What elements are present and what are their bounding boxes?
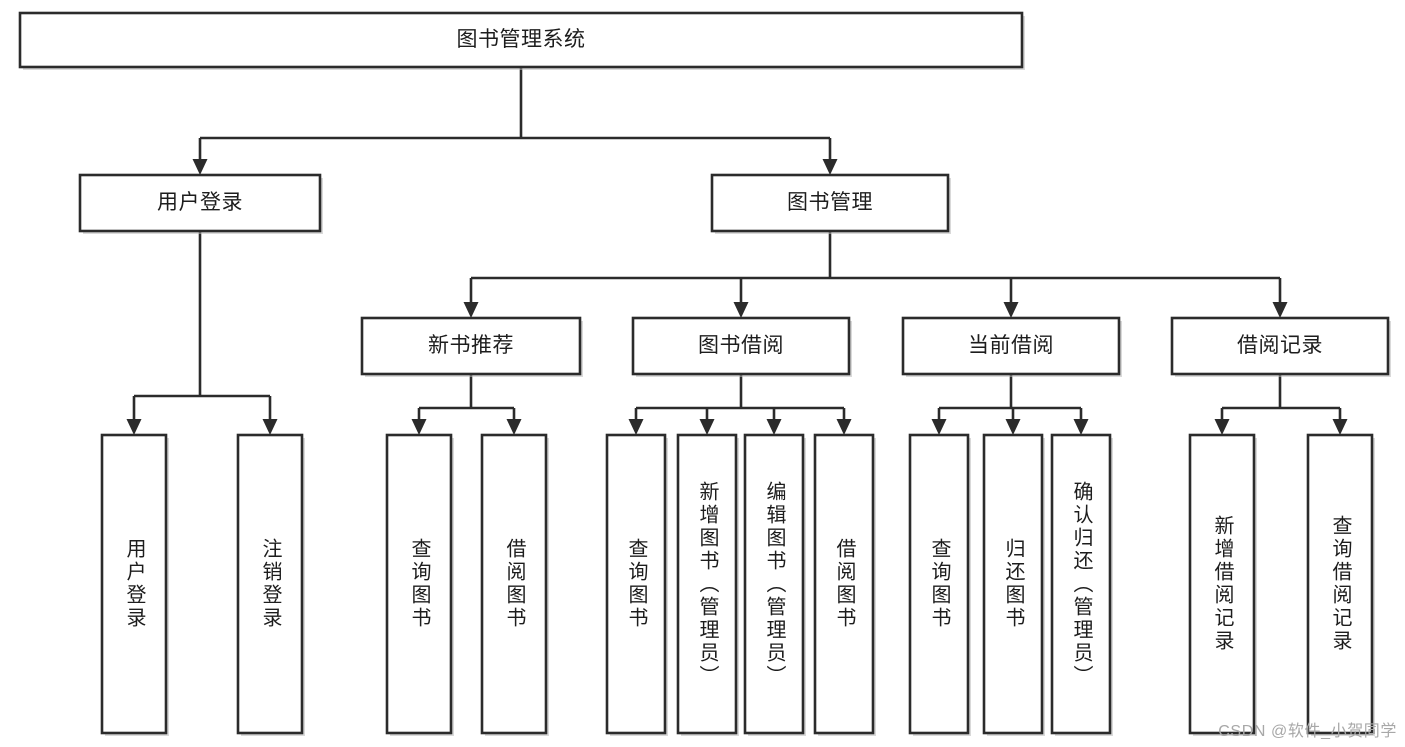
node-box-leaf-add-book[interactable]	[676, 433, 738, 735]
node-box-leaf-confirm-return[interactable]	[1050, 433, 1112, 735]
csdn-watermark: CSDN @软件_小贺同学	[1218, 723, 1397, 740]
node-box-book-manage[interactable]	[710, 173, 950, 233]
node-box-user-login[interactable]	[78, 173, 322, 233]
node-box-current-borrow[interactable]	[901, 316, 1121, 376]
node-box-new-book-rec[interactable]	[360, 316, 582, 376]
node-box-leaf-query-book-bor[interactable]	[605, 433, 667, 735]
node-box-leaf-borrow-book-rec[interactable]	[480, 433, 548, 735]
node-box-root[interactable]	[18, 11, 1024, 69]
node-box-book-borrow[interactable]	[631, 316, 851, 376]
node-box-leaf-query-book-rec[interactable]	[385, 433, 453, 735]
node-box-leaf-query-book-cur[interactable]	[908, 433, 970, 735]
node-box-leaf-return-book[interactable]	[982, 433, 1044, 735]
node-box-leaf-edit-book[interactable]	[743, 433, 805, 735]
node-box-borrow-record[interactable]	[1170, 316, 1390, 376]
node-box-leaf-query-borrow-record[interactable]	[1306, 433, 1374, 735]
node-boxes-group	[18, 11, 1391, 736]
node-box-leaf-user-login[interactable]	[100, 433, 168, 735]
connectors-group	[126, 67, 1348, 435]
node-box-leaf-borrow-book[interactable]	[813, 433, 875, 735]
node-box-leaf-logout[interactable]	[236, 433, 304, 735]
node-box-leaf-add-borrow-record[interactable]	[1188, 433, 1256, 735]
